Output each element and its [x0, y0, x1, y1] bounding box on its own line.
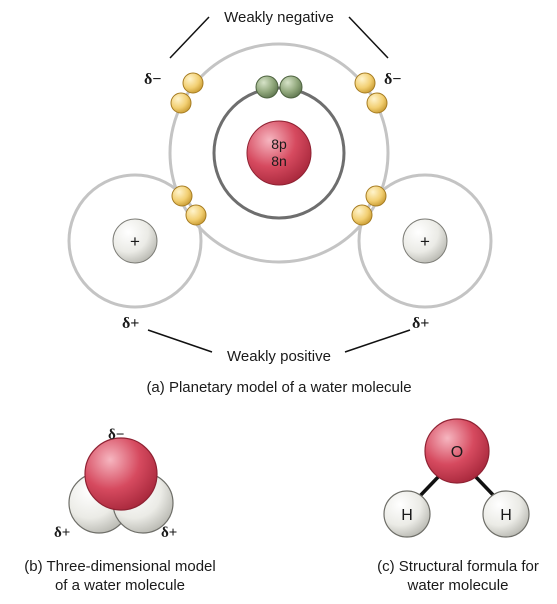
- hydrogen-symbol-left: H: [401, 507, 413, 524]
- hydrogen-symbol-right: H: [500, 507, 512, 524]
- oxygen-outer-shell: [168, 42, 390, 264]
- hydrogen-right-shell: [357, 173, 493, 309]
- oxygen-atom: [424, 418, 490, 484]
- caption-three-d-line1: (b) Three-dimensional model: [24, 558, 215, 575]
- delta-minus-right: δ−: [384, 71, 401, 88]
- caption-planetary: (a) Planetary model of a water molecule: [146, 379, 411, 396]
- oxygen-nucleus: [246, 120, 312, 186]
- inner-electron: [279, 75, 303, 99]
- three-d-delta-plus-left: δ+: [54, 525, 70, 541]
- caption-three-d-line2: of a water molecule: [55, 577, 185, 594]
- nucleus-protons: 8p: [271, 136, 287, 152]
- negative-leader-left: [169, 16, 210, 59]
- hydrogen-nucleus-left-charge: +: [130, 232, 140, 251]
- bond-right: [472, 473, 498, 500]
- oxygen-symbol: O: [451, 444, 463, 461]
- three-d-delta-plus-right: δ+: [161, 525, 177, 541]
- nucleus-neutrons: 8n: [271, 153, 287, 169]
- outer-electron: [171, 185, 193, 207]
- delta-minus-left: δ−: [144, 71, 161, 88]
- hydrogen-atom-left: [383, 490, 431, 538]
- planetary-model: 8p 8n + + Weakly negative δ− δ− δ+ δ+ We…: [67, 9, 493, 396]
- structural-formula: O H H (c) Structural formula for water m…: [377, 418, 539, 594]
- positive-leader-right: [344, 329, 411, 353]
- hydrogen-nucleus-right-charge: +: [420, 232, 430, 251]
- delta-plus-left: δ+: [122, 315, 139, 332]
- three-d-delta-minus: δ−: [108, 427, 124, 443]
- outer-electron: [170, 92, 192, 114]
- hydrogen-left-shell: [67, 173, 203, 309]
- outer-electron: [365, 185, 387, 207]
- caption-structural-line1: (c) Structural formula for: [377, 558, 539, 575]
- weakly-positive-label: Weakly positive: [227, 348, 331, 365]
- hydrogen-nucleus-right: [402, 218, 448, 264]
- oxygen-inner-shell: [212, 86, 346, 220]
- positive-leader-left: [147, 329, 213, 353]
- hydrogen-nucleus-left: [112, 218, 158, 264]
- outer-electron: [185, 204, 207, 226]
- inner-electron: [255, 75, 279, 99]
- outer-electron: [351, 204, 373, 226]
- hydrogen-atom-right: [482, 490, 530, 538]
- outer-electron: [354, 72, 376, 94]
- outer-electron: [366, 92, 388, 114]
- caption-structural-line2: water molecule: [407, 577, 509, 594]
- negative-leader-right: [348, 16, 389, 59]
- oxygen-sphere: [84, 437, 158, 511]
- outer-electron: [182, 72, 204, 94]
- three-dimensional-model: δ− δ+ δ+ (b) Three-dimensional model of …: [24, 427, 215, 594]
- weakly-negative-label: Weakly negative: [224, 9, 334, 26]
- delta-plus-right: δ+: [412, 315, 429, 332]
- bond-left: [416, 473, 442, 500]
